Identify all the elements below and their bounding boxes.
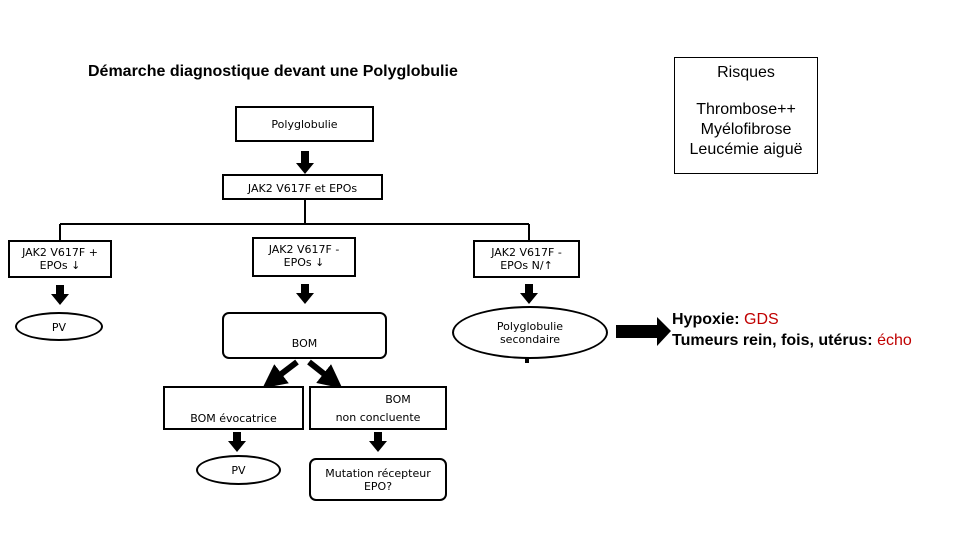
arrow-down-icon [369, 432, 387, 452]
node-bom-evocatrice: BOM évocatrice [163, 386, 304, 430]
node-jak2-positive: JAK2 V617F + EPOs ↓ [8, 240, 112, 278]
risks-box: Risques Thrombose++ Myélofibrose Leucémi… [674, 57, 818, 174]
arrow-diagonal-icon [262, 359, 299, 389]
risk-item: Myélofibrose [700, 121, 792, 138]
risk-item: Leucémie aiguë [689, 141, 803, 158]
arrow-down-icon [51, 285, 69, 305]
secondary-causes: Hypoxie: GDS Tumeurs rein, fois, utérus:… [672, 309, 912, 351]
node-pv-left: PV [15, 312, 103, 341]
risks-heading: Risques [717, 64, 775, 81]
test-gds: GDS [744, 311, 779, 328]
cause-hypoxie: Hypoxie: GDS [672, 311, 779, 328]
node-mutation-epo: Mutation récepteur EPO? [309, 458, 447, 501]
risk-item: Thrombose++ [696, 101, 796, 118]
arrow-diagonal-icon [307, 359, 343, 389]
node-jak2-negative-epo-high: JAK2 V617F - EPOs N/↑ [473, 240, 580, 278]
page-title: Démarche diagnostique devant une Polyglo… [88, 63, 458, 80]
arrow-down-icon [520, 284, 538, 304]
arrow-down-icon [228, 432, 246, 452]
arrow-right-icon [616, 317, 671, 346]
risks-list: Thrombose++ Myélofibrose Leucémie aiguë [675, 100, 817, 160]
test-echo: écho [877, 332, 912, 349]
arrow-down-icon [296, 151, 314, 174]
node-polyglobulie-secondaire: Polyglobulie secondaire [452, 306, 608, 359]
node-jak2-negative-epo-low: JAK2 V617F - EPOs ↓ [252, 237, 356, 277]
arrow-down-icon [296, 284, 314, 304]
node-pv-bottom: PV [196, 455, 281, 485]
node-jak2-test: JAK2 V617F et EPOs [222, 174, 383, 200]
node-polyglobulie: Polyglobulie [235, 106, 374, 142]
cause-tumeurs: Tumeurs rein, fois, utérus: écho [672, 332, 912, 349]
node-bom: BOM [222, 312, 387, 359]
node-bom-non-concluente: BOM non concluente [309, 386, 447, 430]
